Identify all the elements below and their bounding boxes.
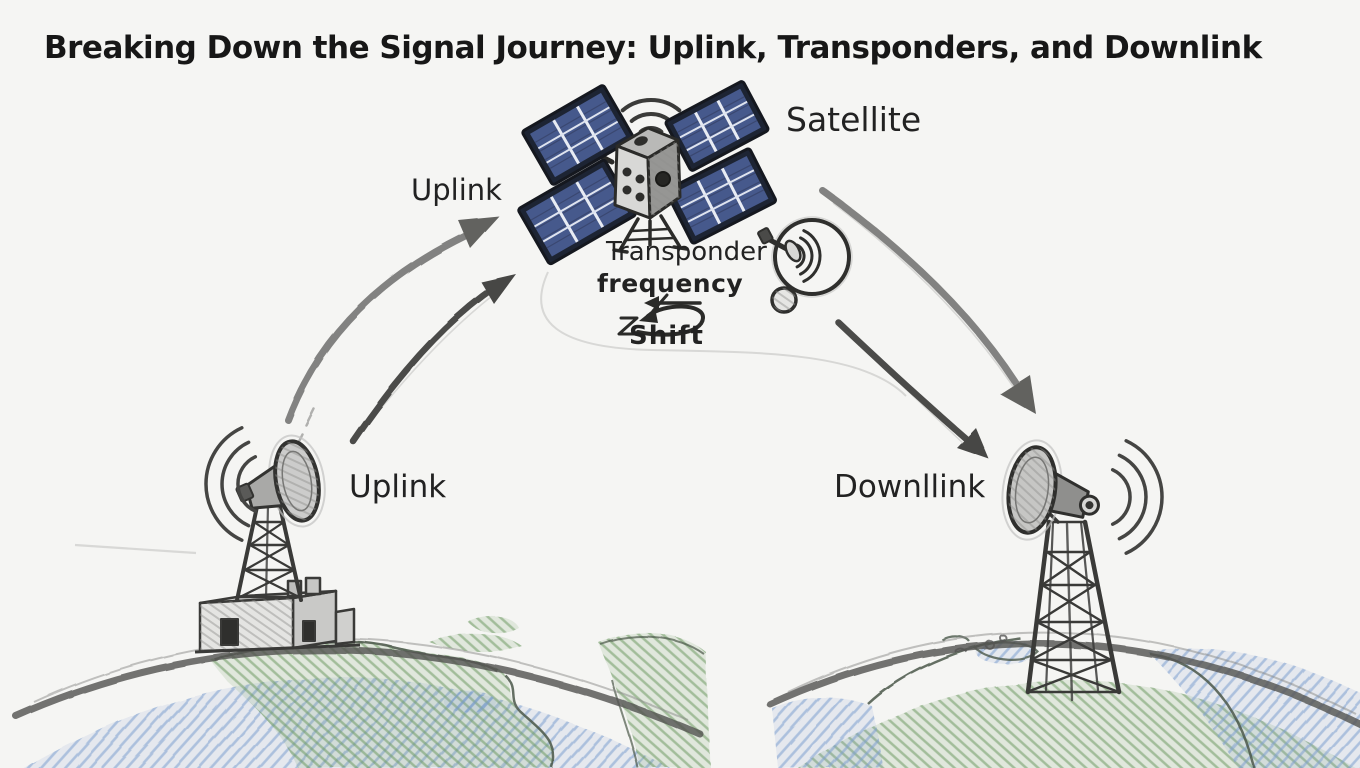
ground-station-downlink [1001, 439, 1164, 702]
station-dish [235, 434, 326, 528]
uplink-signal-waves-icon [204, 426, 258, 542]
station-building [194, 576, 361, 654]
satellite [517, 80, 777, 266]
solar-panel-se [665, 147, 777, 245]
satellite-tripod [612, 214, 689, 254]
satellite-dish-antenna-icon [757, 216, 853, 314]
downlink-arrow-outer [819, 187, 1036, 414]
label-frequency: frequency [597, 269, 744, 298]
uplink-arrows [284, 216, 516, 454]
label-shift: Shift [629, 321, 704, 351]
downlink-arrows [819, 187, 1036, 459]
earth-left [12, 616, 710, 768]
satellite-body [613, 126, 682, 220]
earth-right [766, 631, 1360, 768]
ground-station-uplink [194, 426, 361, 654]
downlink-tower [1025, 504, 1122, 702]
solar-panel-nw [521, 84, 635, 186]
uplink-arrow-outer [284, 216, 499, 454]
earth-left-continents [210, 616, 710, 768]
label-uplink-station: Uplink [349, 469, 447, 505]
label-downlink: Downllink [834, 469, 986, 505]
frequency-shift-doodle-icon [617, 293, 705, 337]
label-satellite: Satellite [786, 100, 922, 139]
uplink-arrow-inner [349, 274, 516, 445]
diagram-title: Breaking Down the Signal Journey: Uplink… [44, 30, 1262, 66]
downlink-arrow-inner [835, 319, 989, 459]
station-tower [235, 488, 303, 602]
solar-panel-ne [664, 80, 770, 172]
earth-right-water [772, 635, 1360, 768]
downlink-signal-waves-icon [1110, 439, 1164, 555]
label-uplink-path: Uplink [411, 173, 502, 207]
downlink-dish [1001, 439, 1100, 541]
label-transponder: Transponder [606, 237, 767, 267]
